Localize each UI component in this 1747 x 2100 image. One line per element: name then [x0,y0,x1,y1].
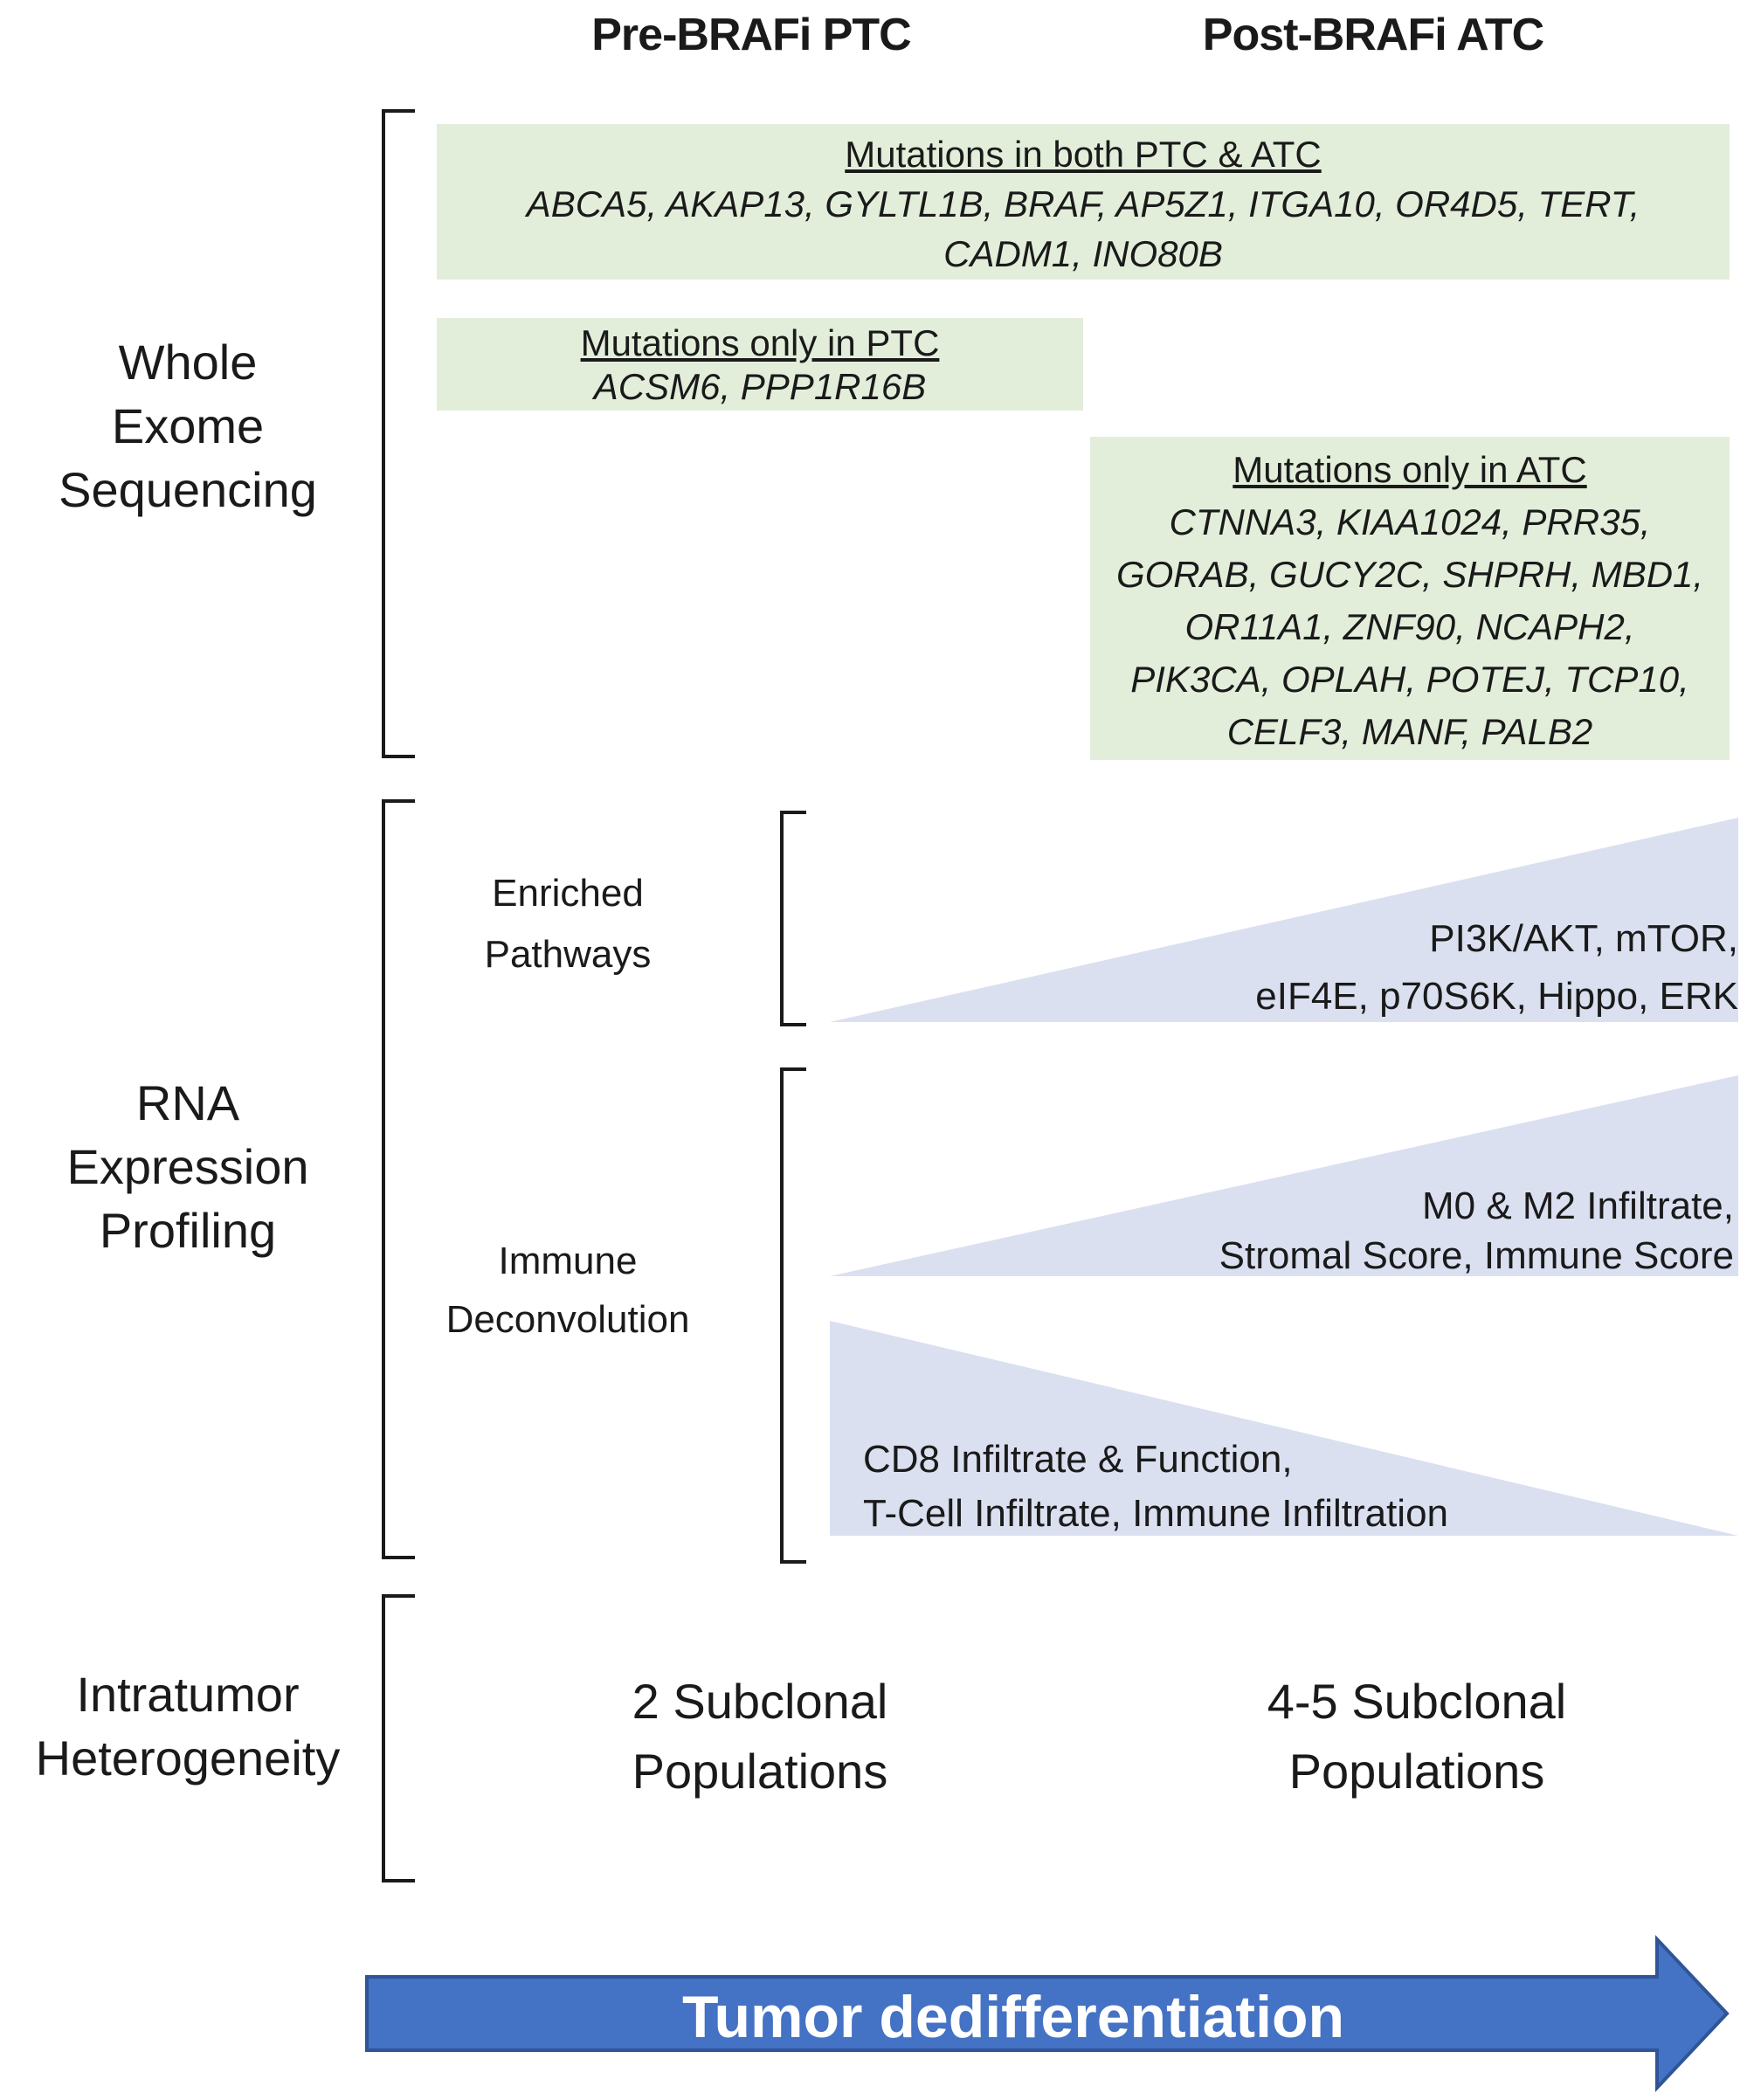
bracket-intratumor-heterogeneity [382,1594,415,1882]
section-label-whole-exome-sequencing: Whole Exome Sequencing [59,335,317,517]
arrow-shape [365,1934,1730,2093]
box-mutations-both-title: Mutations in both PTC & ATC [845,134,1322,175]
box-mutations-both-genes-line1: ABCA5, AKAP13, GYLTL1B, BRAF, AP5Z1, ITG… [526,183,1640,225]
bracket-immune-deconvolution [780,1067,806,1564]
box-mutations-both-ptc-atc: Mutations in both PTC & ATC ABCA5, AKAP1… [437,124,1730,280]
immune-down-line1: CD8 Infiltrate & Function, [863,1438,1293,1481]
label-enriched-pathways: Enriched Pathways [484,872,652,976]
column-header-pre-brafi-ptc: Pre-BRAFi PTC [591,10,911,60]
bracket-rna-expression-profiling [382,799,415,1559]
box-mutations-atc-genes-line5: CELF3, MANF, PALB2 [1226,711,1593,752]
box-mutations-ptc-title: Mutations only in PTC [580,322,940,363]
box-mutations-ptc-genes: ACSM6, PPP1R16B [593,366,927,407]
box-mutations-both-genes-line2: CADM1, INO80B [943,233,1223,274]
section-label-rna-expression-profiling: RNA Expression Profiling [66,1075,309,1258]
box-mutations-only-ptc: Mutations only in PTC ACSM6, PPP1R16B [437,318,1083,411]
immune-down-line2: T-Cell Infiltrate, Immune Infiltration [863,1492,1449,1535]
enriched-pathways-line2: eIF4E, p70S6K, Hippo, ERK [1255,975,1738,1018]
bracket-whole-exome-sequencing [382,109,415,758]
immune-up-line1: M0 & M2 Infiltrate, [1421,1185,1734,1227]
immune-up-line2: Stromal Score, Immune Score [1219,1234,1734,1277]
box-mutations-atc-genes-line4: PIK3CA, OPLAH, POTEJ, TCP10, [1130,659,1689,700]
box-mutations-only-atc: Mutations only in ATC CTNNA3, KIAA1024, … [1090,437,1730,760]
enriched-pathways-genes: PI3K/AKT, mTOR, eIF4E, p70S6K, Hippo, ER… [865,910,1738,1026]
box-mutations-atc-genes-line2: GORAB, GUCY2C, SHPRH, MBD1, [1115,554,1704,595]
subclonal-populations-atc: 4-5 Subclonal Populations [1267,1674,1567,1799]
label-immune-deconvolution: Immune Deconvolution [445,1240,690,1341]
enriched-pathways-line1: PI3K/AKT, mTOR, [1429,917,1738,960]
box-mutations-atc-genes-line1: CTNNA3, KIAA1024, PRR35, [1169,501,1651,542]
column-header-post-brafi-atc: Post-BRAFi ATC [1202,10,1544,60]
section-label-intratumor-heterogeneity: Intratumor Heterogeneity [35,1667,341,1786]
immune-up-scores: M0 & M2 Infiltrate, Stromal Score, Immun… [865,1181,1734,1281]
subclonal-populations-ptc: 2 Subclonal Populations [632,1674,888,1799]
box-mutations-atc-genes-line3: OR11A1, ZNF90, NCAPH2, [1184,606,1635,647]
immune-down-scores: CD8 Infiltrate & Function, T-Cell Infilt… [863,1433,1737,1541]
box-mutations-atc-title: Mutations only in ATC [1233,449,1587,490]
tumor-dedifferentiation-label: Tumor dedifferentiation [681,1984,1345,2050]
bracket-enriched-pathways [780,811,806,1026]
